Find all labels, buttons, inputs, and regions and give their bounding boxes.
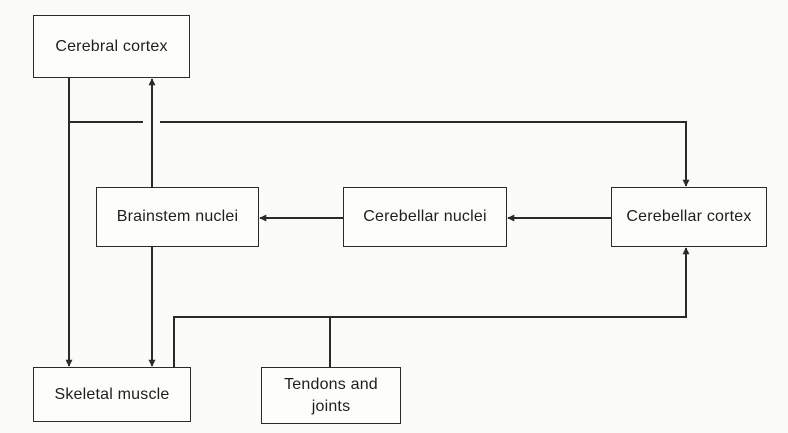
node-cerebral-cortex: Cerebral cortex (33, 15, 190, 78)
node-skeletal-muscle: Skeletal muscle (33, 367, 191, 422)
edge-cerebral-to-cerebellar-b (160, 121, 690, 187)
node-label: Cerebellar cortex (626, 208, 752, 226)
edge-skeletal-to-cercortex (173, 247, 690, 367)
node-tendons-and-joints: Tendons and joints (261, 367, 401, 424)
node-label: Brainstem nuclei (116, 208, 239, 226)
node-label: Tendons and joints (284, 375, 378, 415)
node-label: Cerebellar nuclei (363, 208, 487, 226)
node-label: Skeletal muscle (54, 385, 170, 403)
node-cerebellar-cortex: Cerebellar cortex (611, 187, 767, 247)
node-brainstem-nuclei: Brainstem nuclei (96, 187, 259, 247)
node-cerebellar-nuclei: Cerebellar nuclei (343, 187, 507, 247)
node-label: Cerebral cortex (55, 37, 168, 55)
